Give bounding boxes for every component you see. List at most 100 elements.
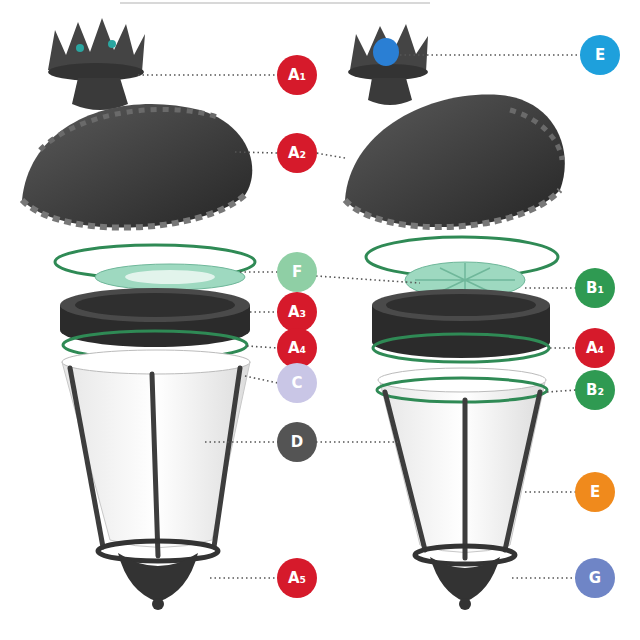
gasket-ring bbox=[377, 378, 547, 402]
callout-circle-fill bbox=[575, 268, 615, 308]
callout-circle: F bbox=[277, 252, 317, 292]
dome bbox=[22, 104, 252, 228]
right-lantern bbox=[345, 24, 565, 610]
callout-letter: D bbox=[277, 422, 317, 462]
crown-part bbox=[72, 78, 128, 110]
dome-part bbox=[22, 104, 252, 228]
callout-circle: A₄ bbox=[575, 328, 615, 368]
leader-lines-part bbox=[235, 152, 278, 153]
leader-lines-part bbox=[205, 441, 278, 443]
base-part bbox=[98, 541, 218, 561]
leader-lines-part bbox=[316, 441, 398, 443]
dome bbox=[345, 95, 565, 228]
glass-diffuser-part bbox=[62, 350, 250, 374]
leader-lines-part bbox=[316, 153, 345, 158]
callout-letter: A₄ bbox=[277, 328, 317, 368]
dome-part bbox=[345, 95, 565, 228]
posts bbox=[70, 368, 240, 556]
glass-diffuser bbox=[378, 368, 546, 553]
leader-lines-part bbox=[547, 390, 576, 392]
callout-circle: E bbox=[580, 35, 620, 75]
posts-part bbox=[385, 392, 425, 550]
callout-letter: C bbox=[277, 363, 317, 403]
led-plate-part bbox=[125, 270, 215, 284]
callout-letter: E bbox=[580, 35, 620, 75]
callout-circle: A₃ bbox=[277, 292, 317, 332]
base-part bbox=[459, 598, 471, 610]
frame-ring-part bbox=[372, 289, 550, 321]
callout-letter: A₁ bbox=[277, 55, 317, 95]
leader-lines-part bbox=[210, 577, 278, 579]
callout-circle-fill bbox=[277, 422, 317, 462]
callout-circle: A₅ bbox=[277, 558, 317, 598]
callout-letter: A₄ bbox=[575, 328, 615, 368]
callout-circle: E bbox=[575, 472, 615, 512]
posts-part bbox=[505, 392, 540, 550]
frame-ring bbox=[60, 288, 250, 347]
callout-letter: A₃ bbox=[277, 292, 317, 332]
callout-circle-fill bbox=[575, 328, 615, 368]
callout-letter: B₂ bbox=[575, 370, 615, 410]
top-rule bbox=[120, 2, 430, 4]
callout-letter: E bbox=[575, 472, 615, 512]
posts-part bbox=[70, 368, 103, 547]
leader-lines-part bbox=[240, 271, 278, 273]
callout-circle-fill bbox=[277, 558, 317, 598]
base-part bbox=[118, 553, 198, 602]
crown-part bbox=[348, 64, 428, 80]
posts bbox=[385, 392, 540, 558]
callout-circle-fill bbox=[277, 133, 317, 173]
posts-part bbox=[463, 400, 468, 558]
callout-circle: G bbox=[575, 558, 615, 598]
base-part bbox=[430, 557, 500, 602]
leader-lines-part bbox=[247, 346, 278, 348]
callout-circle-fill bbox=[575, 370, 615, 410]
base bbox=[415, 546, 515, 610]
frame-ring-part bbox=[386, 294, 536, 316]
callout-circle-fill bbox=[580, 35, 620, 75]
base-part bbox=[152, 598, 164, 610]
callout-circle: B₂ bbox=[575, 370, 615, 410]
posts-part bbox=[152, 374, 158, 556]
callout-circle: B₁ bbox=[575, 268, 615, 308]
dome-part bbox=[510, 110, 562, 160]
led-plate-part bbox=[95, 264, 245, 290]
callout-circle: D bbox=[277, 422, 317, 462]
leader-lines-part bbox=[138, 74, 278, 76]
callout-letter: F bbox=[277, 252, 317, 292]
crown bbox=[348, 24, 428, 105]
frame-ring-part bbox=[60, 288, 250, 322]
leader-lines-part bbox=[400, 54, 581, 56]
base bbox=[98, 541, 218, 610]
callout-letter: A₂ bbox=[277, 133, 317, 173]
callout-letter: G bbox=[575, 558, 615, 598]
leader-lines-part bbox=[550, 347, 576, 349]
posts-part bbox=[214, 368, 240, 547]
leader-lines bbox=[138, 55, 581, 578]
left-lantern bbox=[22, 18, 255, 610]
frame-ring bbox=[372, 289, 550, 358]
dome-part bbox=[345, 190, 560, 227]
callout-circle-fill bbox=[277, 363, 317, 403]
callout-circle-fill bbox=[277, 252, 317, 292]
led-plate bbox=[95, 264, 245, 290]
leader-lines-part bbox=[512, 577, 576, 579]
crown-part bbox=[368, 78, 412, 105]
callout-circle-fill bbox=[277, 55, 317, 95]
leader-lines-part bbox=[250, 311, 278, 313]
base-part bbox=[415, 546, 515, 564]
callout-circle-fill bbox=[575, 558, 615, 598]
crown-part bbox=[108, 40, 116, 48]
callout-circle: A₂ bbox=[277, 133, 317, 173]
crown bbox=[48, 18, 145, 110]
callout-letter: B₁ bbox=[575, 268, 615, 308]
crown-part bbox=[76, 44, 84, 52]
callout-circle: C bbox=[277, 363, 317, 403]
callout-circle-fill bbox=[277, 292, 317, 332]
sensor-module bbox=[373, 38, 399, 66]
callout-circle-fill bbox=[277, 328, 317, 368]
leader-lines-part bbox=[525, 287, 576, 289]
callout-letter: A₅ bbox=[277, 558, 317, 598]
